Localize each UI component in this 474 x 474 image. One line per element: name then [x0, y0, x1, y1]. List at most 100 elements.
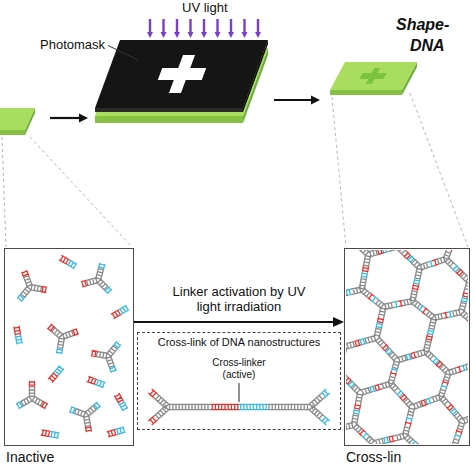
arrow-shaft — [189, 19, 191, 33]
dna-duplex — [451, 309, 461, 316]
dna-duplex — [107, 429, 117, 436]
dna-duplex — [439, 364, 450, 375]
zoom-line — [332, 97, 346, 247]
crosslink-bond — [438, 372, 451, 398]
linker-duplex — [14, 326, 22, 345]
dna-y-motif — [17, 270, 47, 302]
dna-duplex — [346, 290, 347, 296]
dna-duplex — [402, 299, 413, 306]
dna-duplex — [375, 336, 386, 347]
dna-duplex — [375, 384, 381, 390]
dna-duplex — [443, 312, 448, 318]
dna-duplex — [16, 401, 24, 408]
arrow-head — [242, 32, 248, 38]
arrow-shaft — [162, 19, 164, 33]
light-label: UV light — [182, 1, 228, 16]
linker-duplex — [87, 376, 106, 387]
dna-y-motif — [69, 402, 101, 432]
uv-arrow — [147, 19, 153, 38]
dna-duplex — [465, 362, 468, 370]
arrow-shaft — [50, 117, 80, 119]
dna-duplex — [353, 408, 359, 414]
crosslink-bond — [388, 360, 400, 385]
dna-duplex — [168, 404, 211, 409]
dna-duplex — [52, 328, 64, 339]
dna-duplex — [84, 406, 96, 417]
dna-duplex — [355, 340, 362, 346]
crosslink-bond — [411, 299, 436, 320]
leader-line — [239, 383, 240, 402]
dna-duplex — [59, 255, 69, 264]
dna-duplex — [114, 393, 123, 403]
dna-duplex — [394, 433, 406, 441]
crosslink-bond — [403, 434, 427, 444]
dna-duplex — [428, 261, 434, 267]
dna-duplex — [72, 329, 79, 336]
dna-duplex — [363, 254, 370, 267]
dna-duplex — [390, 371, 396, 376]
leader-line — [108, 45, 138, 60]
crosslinked-panel: Cross-lin — [344, 248, 470, 446]
crosslink-bond — [346, 322, 347, 349]
dna-duplex — [436, 257, 446, 265]
crosslink-bond — [373, 433, 406, 444]
arrow-head — [311, 96, 320, 105]
dna-duplex — [453, 411, 464, 423]
crosslinked-network — [346, 250, 468, 444]
arrow-head — [201, 32, 207, 38]
dna-duplex — [411, 299, 422, 309]
dna-duplex — [115, 427, 125, 434]
dna-duplex — [211, 404, 239, 409]
dna-duplex — [154, 394, 170, 409]
panel-caption: Inactive — [6, 449, 134, 465]
dna-duplex — [17, 294, 25, 302]
dna-duplex — [384, 437, 390, 443]
inactive-motifs — [14, 255, 129, 438]
slab-front — [95, 116, 243, 123]
dna-duplex — [426, 334, 432, 341]
uv-arrow — [201, 19, 207, 38]
dna-duplex — [447, 311, 452, 317]
dna-y-motif — [81, 263, 112, 294]
linker-duplex — [48, 365, 64, 382]
uv-arrow — [188, 19, 194, 38]
uv-arrow — [228, 19, 234, 38]
crosslink-bond — [423, 317, 436, 352]
crosslink-bond — [444, 257, 468, 283]
crosslink-bond — [359, 254, 371, 290]
dna-duplex — [15, 335, 22, 345]
dna-duplex — [456, 429, 462, 435]
zoom-line — [2, 137, 6, 247]
dna-duplex — [91, 350, 98, 356]
dna-duplex — [87, 376, 97, 384]
dna-duplex — [423, 340, 431, 353]
crosslink-bond — [424, 350, 450, 375]
arrow-head — [147, 32, 153, 38]
arrow-shaft — [243, 19, 245, 33]
dna-duplex — [24, 276, 33, 288]
panel-caption: Cross-lin — [346, 449, 470, 465]
zoom-line — [30, 137, 132, 247]
dna-y-motif — [16, 381, 48, 409]
dna-duplex — [405, 421, 411, 427]
dna-duplex — [455, 433, 461, 439]
dna-duplex — [360, 287, 371, 297]
dna-duplex — [81, 280, 88, 287]
dna-duplex — [429, 317, 437, 330]
dna-duplex — [459, 310, 468, 320]
crosslink-bond — [443, 250, 456, 260]
dna-duplex — [388, 351, 399, 362]
dna-duplex — [376, 322, 382, 328]
dna-duplex — [414, 443, 421, 444]
arrow-head — [188, 32, 194, 38]
dna-duplex — [308, 394, 324, 409]
dna-duplex — [397, 301, 403, 307]
dna-duplex — [361, 272, 367, 279]
dna-duplex — [355, 392, 362, 404]
crosslink-bond — [365, 443, 376, 444]
dna-duplex — [14, 326, 21, 336]
hydrogel-slab — [0, 108, 35, 135]
dna-duplex — [443, 372, 451, 382]
product-label: Shape- — [396, 16, 449, 34]
dna-duplex — [346, 341, 356, 349]
